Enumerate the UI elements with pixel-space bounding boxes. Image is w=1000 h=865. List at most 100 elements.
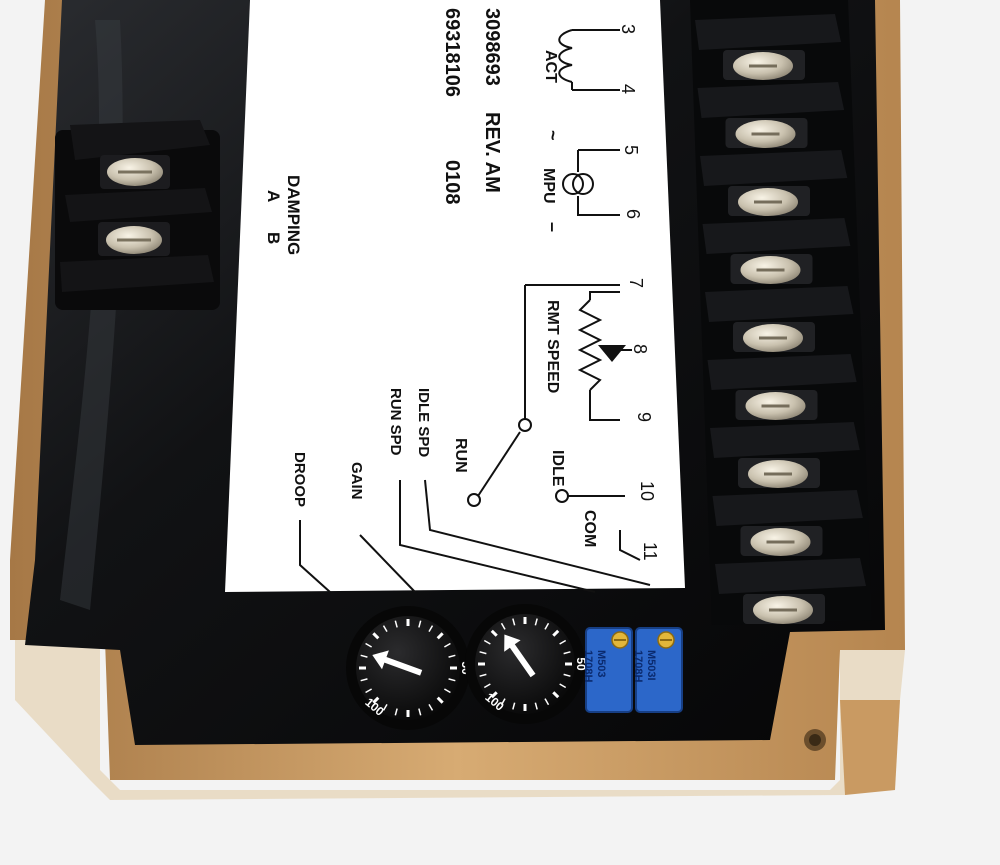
dial-tick <box>382 703 388 711</box>
terminal-number-4: 4 <box>618 84 638 94</box>
run-contact <box>467 493 481 507</box>
terminal-separator <box>715 558 866 594</box>
dial-tick <box>443 688 451 694</box>
dial-tick <box>365 642 373 648</box>
droop-dial-mark-50: 50 <box>574 657 588 671</box>
terminal-number-7: 7 <box>626 278 646 288</box>
trimmer-pot-idle-speed[interactable]: M503I1708H <box>632 627 683 713</box>
dial-tick <box>512 618 516 626</box>
gain-dial-pointer-icon <box>372 650 423 676</box>
gain-dial[interactable]: 50 100 <box>346 606 473 730</box>
label-sheet <box>225 0 685 592</box>
terminal-block-right <box>690 0 872 625</box>
terminal-separator <box>705 286 854 322</box>
terminal-separator <box>697 82 845 118</box>
damping-terminal-b-label: B <box>264 232 283 244</box>
act-label: ACT <box>542 50 559 83</box>
terminal-number-8: 8 <box>630 344 650 354</box>
terminal-number-9: 9 <box>634 412 654 422</box>
rmt-speed-label: RMT SPEED <box>544 300 561 393</box>
dial-tick <box>448 678 456 682</box>
dial-tick <box>436 632 444 640</box>
dial-tick <box>544 622 550 630</box>
dial-tick <box>534 618 538 626</box>
dial-tick <box>544 698 550 706</box>
terminal-numbers: 3 4 5 6 7 8 9 10 11 <box>618 24 660 561</box>
com-label: COM <box>581 510 598 547</box>
terminal-number-5: 5 <box>621 145 641 155</box>
mpu-minus-label: – <box>543 222 563 232</box>
droop-dial[interactable]: 50 100 <box>465 604 588 724</box>
dial-tick <box>436 696 444 704</box>
date-code-wrap: 0108 <box>441 160 463 205</box>
dial-tick <box>559 639 567 645</box>
date-code-text: 0108 <box>441 160 463 205</box>
dial-tick <box>479 673 487 677</box>
dial-tick <box>534 702 538 710</box>
dial-tick <box>372 632 380 640</box>
trimmer-2-label: M503I1708H <box>632 650 657 682</box>
dial-tick <box>394 708 398 716</box>
dial-tick <box>418 708 422 716</box>
schematic-lines <box>299 29 651 593</box>
terminal-block-damping <box>55 120 220 310</box>
dial-tick <box>372 696 380 704</box>
dial-tick <box>512 702 516 710</box>
terminal-separator <box>712 490 863 526</box>
droop-dial-pointer-icon <box>504 634 536 678</box>
wiper-arrow-icon <box>598 345 626 362</box>
part-number-2-wrap: 69318106 <box>441 8 463 97</box>
revision-wrap: REV. AM <box>481 112 503 193</box>
idle-contact <box>555 489 569 503</box>
terminal-separator <box>702 218 851 254</box>
dial-tick <box>479 651 487 655</box>
droop-dial-ticks <box>478 617 572 711</box>
gain-dial-ticks <box>359 619 457 717</box>
dial-tick <box>563 673 571 677</box>
terminal-separator <box>695 14 841 50</box>
mpu-label: MPU <box>540 168 557 204</box>
dial-tick <box>448 654 456 658</box>
dial-tick <box>443 642 451 648</box>
switch-pivot <box>518 418 532 432</box>
run-label: RUN <box>452 438 469 473</box>
part-number-1: 3098693 <box>481 8 503 86</box>
damping-title: DAMPING <box>284 175 303 255</box>
trimmer-1-label: M5031708H <box>582 650 607 682</box>
dial-tick <box>360 678 368 682</box>
dial-tick <box>563 651 571 655</box>
terminal-separator <box>700 150 848 186</box>
dial-tick <box>559 683 567 689</box>
part-number-2: 69318106 <box>441 8 463 97</box>
damping-terminal-a-label: A <box>264 190 283 202</box>
gain-label: GAIN <box>348 462 365 500</box>
dial-tick <box>483 683 491 689</box>
dial-tick <box>500 622 506 630</box>
dial-tick <box>428 703 434 711</box>
dial-tick <box>483 639 491 645</box>
dial-tick <box>552 629 560 637</box>
terminal-number-6: 6 <box>623 209 643 219</box>
trimmer-pot-run-speed[interactable]: M5031708H <box>582 627 633 713</box>
dial-tick <box>418 620 422 628</box>
idle-label: IDLE <box>549 450 566 487</box>
run-spd-label: RUN SPD <box>387 388 404 456</box>
dial-tick <box>552 691 560 699</box>
terminal-separator <box>710 422 860 458</box>
dial-tick <box>490 629 498 637</box>
part-number-block: 3098693 <box>481 8 503 86</box>
dial-tick <box>394 620 398 628</box>
droop-label: DROOP <box>291 452 308 507</box>
terminal-number-3: 3 <box>618 24 638 34</box>
dial-tick <box>360 654 368 658</box>
terminal-number-10: 10 <box>637 481 657 501</box>
terminal-separator <box>707 354 857 390</box>
dial-tick <box>500 698 506 706</box>
dial-tick <box>490 691 498 699</box>
idle-spd-label: IDLE SPD <box>415 388 432 457</box>
dial-tick <box>365 688 373 694</box>
terminal-number-11: 11 <box>640 542 660 561</box>
dial-tick <box>428 625 434 633</box>
mpu-plus-label: ~ <box>543 130 563 141</box>
